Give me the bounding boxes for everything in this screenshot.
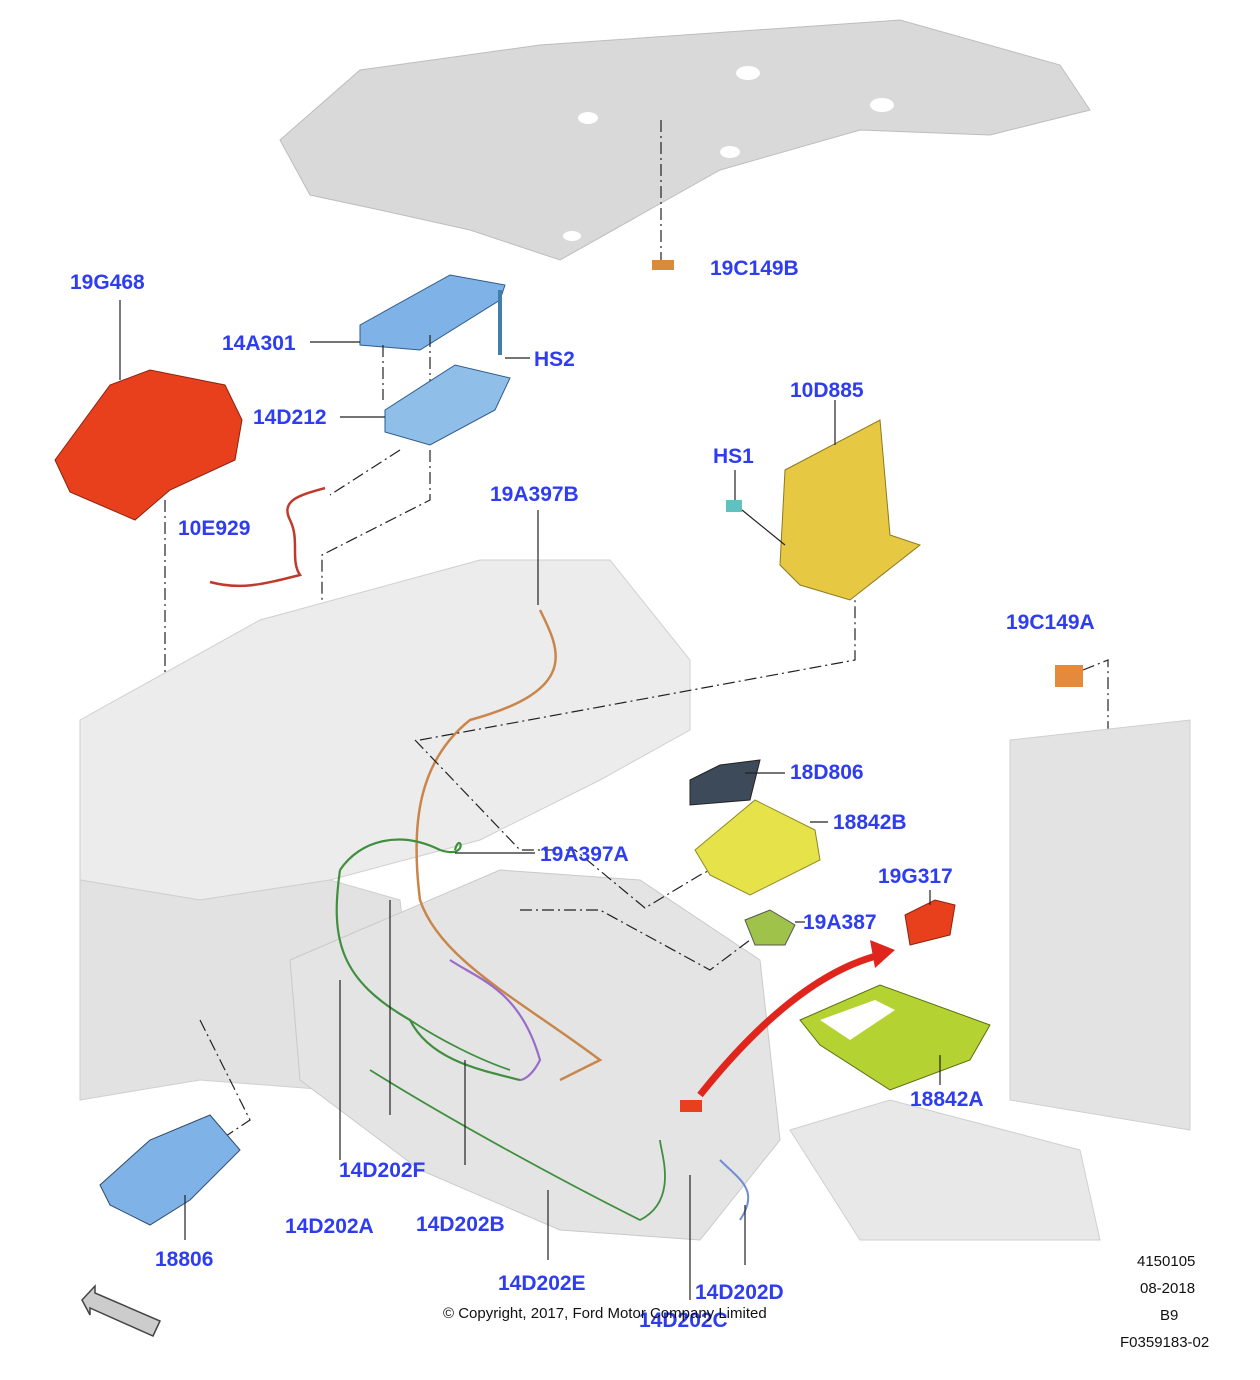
label-18842a: 18842A (910, 1088, 984, 1111)
label-18842b: 18842B (833, 811, 907, 834)
headliner (279, 19, 1091, 261)
part-19c149a (1055, 665, 1083, 687)
label-19c149a: 19C149A (1006, 611, 1095, 634)
part-18842b (694, 799, 821, 896)
label-14d212: 14D212 (253, 406, 327, 429)
label-14d202f: 14D202F (339, 1159, 426, 1182)
label-14d202d: 14D202D (695, 1281, 784, 1304)
label-14a301: 14A301 (222, 332, 296, 355)
label-18806: 18806 (155, 1248, 214, 1271)
part-19a387 (744, 909, 796, 946)
part-hs1 (726, 500, 742, 512)
drawing-number: 4150105 (1137, 1253, 1196, 1270)
label-19a397a: 19A397A (540, 843, 629, 866)
door-panel (1009, 719, 1191, 1131)
label-14d202c: 14D202C (639, 1309, 728, 1332)
drawing-date: 08-2018 (1140, 1280, 1196, 1297)
label-19g317: 19G317 (878, 865, 953, 888)
arrow-red (697, 951, 881, 1098)
console-rear (789, 1099, 1101, 1241)
part-19g468 (54, 369, 243, 521)
label-19g468: 19G468 (70, 271, 145, 294)
label-10d885: 10D885 (790, 379, 864, 402)
part-19c149b (652, 260, 674, 270)
instrument-panel (79, 559, 781, 1241)
part-10d885 (779, 419, 922, 601)
label-19a387: 19A387 (803, 911, 877, 934)
label-hs2: HS2 (534, 348, 575, 371)
part-10e929 (209, 486, 326, 588)
part-19g317 (904, 899, 956, 946)
harness-purple (449, 959, 542, 1082)
figure-id: F0359183-02 (1120, 1334, 1210, 1351)
label-14d202e: 14D202E (498, 1272, 586, 1295)
harness-14d202 (335, 838, 521, 1082)
part-14a301 (359, 274, 506, 351)
label-14d202b: 14D202B (416, 1213, 505, 1236)
label-14d202a: 14D202A (285, 1215, 374, 1238)
part-14d212 (384, 364, 511, 446)
part-18806 (99, 1114, 241, 1226)
copyright-text: © Copyright, 2017, Ford Motor Company Li… (443, 1305, 767, 1322)
label-10e929: 10E929 (178, 517, 251, 540)
harness-19a397b (415, 609, 603, 1082)
part-18842a (799, 984, 991, 1091)
drawing-revision: B9 (1160, 1307, 1179, 1324)
label-19a397b: 19A397B (490, 483, 579, 506)
part-18d806 (689, 759, 761, 806)
front-arrow-icon (81, 1284, 162, 1337)
label-hs1: HS1 (713, 445, 754, 468)
label-19c149b: 19C149B (710, 257, 799, 280)
label-18d806: 18D806 (790, 761, 864, 784)
